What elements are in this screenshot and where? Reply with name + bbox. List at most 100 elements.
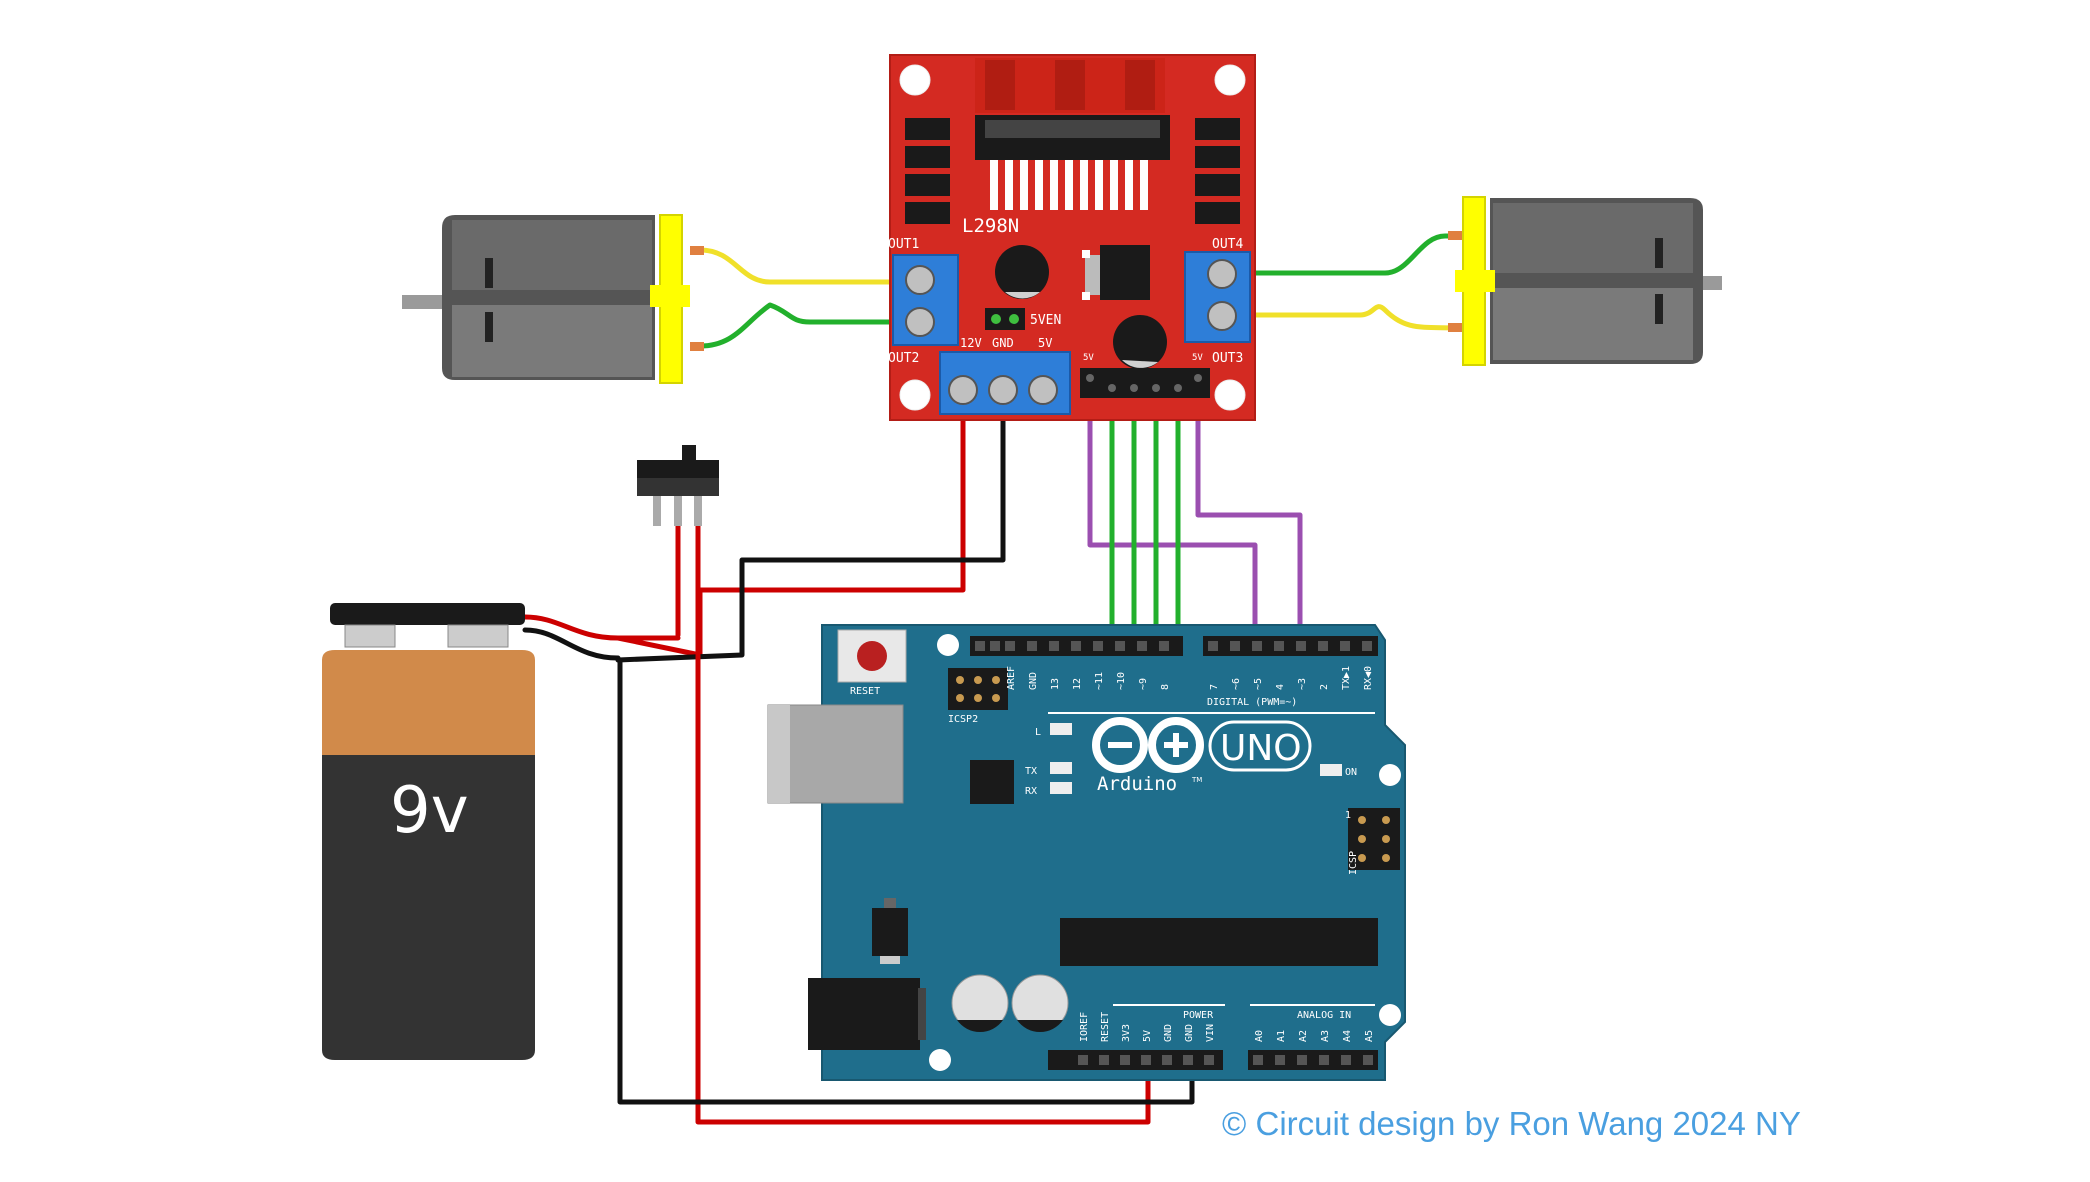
jumper-label: 5VEN [1030,313,1061,328]
battery-lead-red [522,614,681,641]
wire-switch-red-to-arduino [695,522,1151,1125]
label-out3: OUT3 [1212,351,1243,366]
arduino-model: UNO [1220,728,1302,769]
digital-pin-label: 2 [1319,684,1330,690]
battery-lead-black [522,627,621,661]
reset-label: RESET [850,686,880,697]
digital-pin-label: ~10 [1116,672,1127,690]
pin-hole [1099,1055,1109,1065]
pin-hole [1274,641,1284,651]
pin-hole [1137,641,1147,651]
pin-hole [1252,641,1262,651]
label-sv-right: 5V [1192,353,1203,363]
led-on-label: ON [1345,767,1357,778]
led-l [1050,723,1072,735]
digital-header-right [1203,636,1378,656]
arduino-logo [1092,717,1204,773]
pin-hole [1049,641,1059,651]
wire-gnd-black [615,412,1006,663]
analog-pin-label: A3 [1320,1030,1331,1042]
digital-pin-label: 12 [1072,678,1083,690]
pin-hole [1204,1055,1214,1065]
pin-hole [1162,1055,1172,1065]
label-sv-left: 5V [1083,353,1094,363]
power-pin-label: IOREF [1079,1012,1090,1042]
pin-holes [975,641,1373,1065]
chip-label: L298N [962,215,1019,237]
chip-legs [990,160,1148,210]
icsp-header [1348,808,1400,870]
digital-pin-label: RX◀0 [1363,666,1374,690]
pin-hole [1363,1055,1373,1065]
power-header [1048,1050,1223,1070]
power-jack [808,978,920,1050]
pin-hole [1230,641,1240,651]
icsp-one: 1 [1345,810,1351,821]
label-out4: OUT4 [1212,237,1243,252]
wire-ena [1087,382,1258,648]
diodes-left [905,118,950,224]
digital-pin-label: ~3 [1297,678,1308,690]
arduino-brand: Arduino [1097,773,1177,795]
icsp2-header [948,668,1008,710]
led-l-label: L [1035,727,1041,738]
pin-hole [1319,1055,1329,1065]
digital-pin-label: ~11 [1094,672,1105,690]
label-5v: 5V [1038,336,1052,350]
power-pin-label: 5V [1142,1030,1153,1042]
analog-pin-label: A5 [1364,1030,1375,1042]
digital-pin-label: 7 [1209,684,1220,690]
power-pin-label: GND [1163,1024,1174,1042]
atmega-chip [1060,918,1378,966]
pin-hole [1253,1055,1263,1065]
power-pin-label: RESET [1100,1012,1111,1042]
credit-text: © Circuit design by Ron Wang 2024 NY [1222,1105,1801,1142]
wire-motor-right-green [1245,233,1458,276]
analog-pin-label: A1 [1276,1030,1287,1042]
wires [522,233,1458,1125]
icsp-label: ICSP [1348,851,1359,875]
pin-hole [1141,1055,1151,1065]
analog-pin-label: A4 [1342,1030,1353,1042]
pin-hole [1183,1055,1193,1065]
power-pin-label: 3V3 [1121,1024,1132,1042]
digital-pin-label: ~9 [1138,678,1149,690]
pin-hole [1093,641,1103,651]
wire-motor-left-yellow [697,247,893,285]
digital-pin-label: 8 [1160,684,1171,690]
digital-pin-label: 13 [1050,678,1061,690]
pin-hole [1297,1055,1307,1065]
pin-hole [975,641,985,651]
pin-hole [1120,1055,1130,1065]
pin-hole [1078,1055,1088,1065]
pin-hole [1340,641,1350,651]
battery-9v: 9v [322,603,535,1060]
diodes-right [1195,118,1240,224]
power-pin-label: VIN [1205,1024,1216,1042]
digital-label: DIGITAL (PWM=~) [1207,697,1297,708]
power-pin-label: GND [1184,1024,1195,1042]
usb-port [767,704,904,804]
digital-pin-label: GND [1028,672,1039,690]
battery-label: 9v [390,774,469,848]
label-gnd: GND [992,336,1014,350]
pin-hole [990,641,1000,651]
pin-hole [1275,1055,1285,1065]
digital-pin-label: TX▶1 [1341,666,1352,690]
pin-hole [1296,641,1306,651]
pin-hole [1318,641,1328,651]
pin-hole [1159,641,1169,651]
regulator [1100,245,1150,300]
led-tx-label: TX [1025,766,1037,777]
icsp2-label: ICSP2 [948,714,978,725]
power-label: POWER [1183,1010,1214,1021]
wire-enb [1195,382,1303,648]
led-on [1320,764,1342,776]
led-rx-label: RX [1025,786,1037,797]
motor-right [1448,196,1722,366]
arduino-tm: TM [1191,776,1202,784]
led-rx [1050,782,1072,794]
